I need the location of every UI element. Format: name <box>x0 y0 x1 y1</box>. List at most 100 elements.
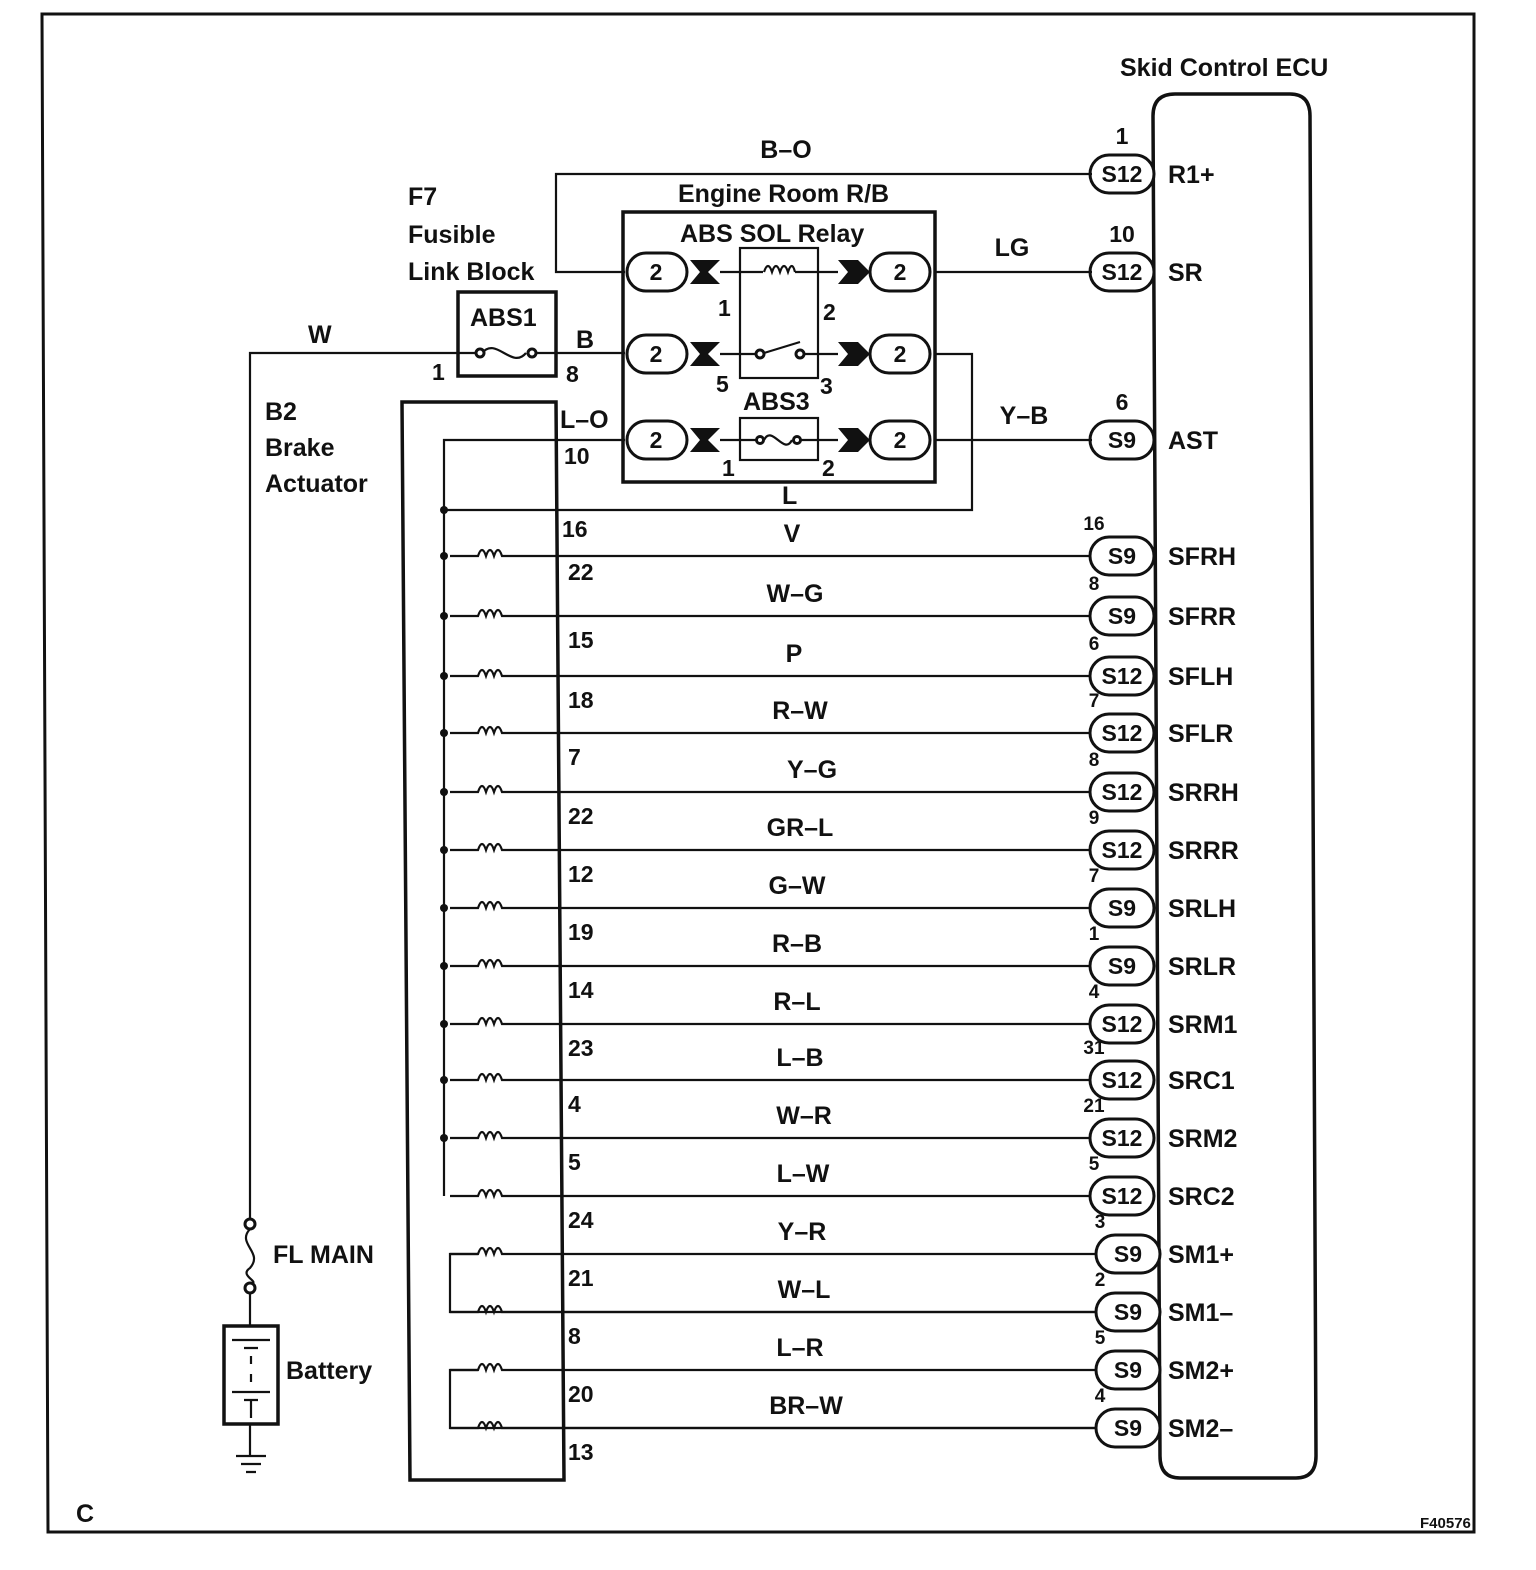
wire-color-label: B–O <box>760 136 811 164</box>
wire-color-label: Y–B <box>1000 402 1049 430</box>
ecu-pin-number: 6 <box>1089 634 1100 655</box>
connector-arrow <box>838 260 870 284</box>
ecu-pin-number: 21 <box>1083 1096 1105 1117</box>
ecu-terminal-label: SFRH <box>1168 543 1236 571</box>
ecu-pin-number: 8 <box>1089 750 1100 771</box>
ecu-pin-number: 2 <box>1095 1270 1106 1291</box>
relay-box-connector <box>625 333 689 375</box>
wire-color-label: W–L <box>778 1276 831 1304</box>
relay-pin-label: 5 <box>716 371 729 397</box>
connector-arrow <box>838 342 870 366</box>
relay-box-connector <box>625 251 689 293</box>
ecu-terminal-label: SFLH <box>1168 663 1233 691</box>
ecu-connector-label: S12 <box>1102 837 1143 863</box>
actuator-pin-label: 19 <box>568 919 594 945</box>
wire-color-label: Y–G <box>787 756 837 784</box>
actuator-pin-label: 18 <box>568 687 594 713</box>
junction-dot <box>440 672 448 680</box>
wire-label: B <box>576 326 594 354</box>
motor-loop-wire <box>448 1252 1096 1314</box>
motor-loop-wire <box>448 1368 1096 1430</box>
wire-color-label: V <box>784 520 801 548</box>
fusible-pin-in: 1 <box>432 359 445 385</box>
ecu-connector-label: S9 <box>1108 953 1136 979</box>
ecu-connector-label: S12 <box>1102 1011 1143 1037</box>
ecu-terminal-label: SRC1 <box>1168 1067 1235 1095</box>
ecu-connector-label: S9 <box>1114 1415 1142 1441</box>
junction-dot <box>440 612 448 620</box>
fuse-terminal <box>755 435 765 445</box>
fusible-link-label: F7 <box>408 183 437 211</box>
relay-pin-label: 2 <box>823 299 836 325</box>
actuator-pin-label: 5 <box>568 1149 581 1175</box>
ecu-connector-label: S9 <box>1114 1357 1142 1383</box>
ecu-terminal-label: SFLR <box>1168 720 1233 748</box>
fusible-pin-out: 8 <box>566 361 579 387</box>
actuator-pin-label: 4 <box>568 1091 581 1117</box>
ecu-pin-number: 4 <box>1095 1386 1106 1407</box>
solenoid-coil <box>450 1072 506 1084</box>
fusible-link-label: Link Block <box>408 258 535 286</box>
relay-box-connector <box>868 419 932 461</box>
ecu-connector-label: S12 <box>1102 1067 1143 1093</box>
abs1-title: ABS1 <box>470 304 537 332</box>
wire-color-label: R–B <box>772 930 822 958</box>
actuator-pin-label: 13 <box>568 1439 594 1465</box>
wire-l-o <box>442 438 625 1196</box>
wire-color-label: BR–W <box>769 1392 843 1420</box>
actuator-wire-label: L–O <box>560 406 609 434</box>
relay-internal-wire <box>720 270 838 442</box>
ecu-pin-number: 9 <box>1089 808 1100 829</box>
ecu-pin-number: 5 <box>1089 1154 1100 1175</box>
relay-box-title: Engine Room R/B <box>678 180 889 208</box>
junction-dot <box>440 1020 448 1028</box>
ecu-terminal-label: R1+ <box>1168 161 1215 189</box>
wire-color-label: L–R <box>776 1334 823 1362</box>
ecu-terminal-label: SR <box>1168 259 1203 287</box>
wire-label: W <box>308 321 332 349</box>
relay-box-connector <box>625 419 689 461</box>
wire-b-o <box>554 172 1092 274</box>
fuse-pin-label: 2 <box>822 455 835 481</box>
relay-contact <box>754 348 766 360</box>
ecu-connector-label: S12 <box>1102 161 1143 187</box>
junction-dot <box>440 506 448 514</box>
wire-color-label: GR–L <box>767 814 834 842</box>
ecu-pin-number: 31 <box>1083 1038 1105 1059</box>
actuator-pin-label: 15 <box>568 627 594 653</box>
solenoid-coil <box>450 668 506 680</box>
ecu-connector-label: S12 <box>1102 779 1143 805</box>
actuator-pin-label: 20 <box>568 1381 594 1407</box>
ecu-terminal-label: SFRR <box>1168 603 1236 631</box>
relay-box-connector-label: 2 <box>894 259 907 285</box>
ground-symbol <box>236 1424 266 1474</box>
junction-dot <box>440 1134 448 1142</box>
wire-l <box>444 352 974 512</box>
solenoid-coil <box>450 958 506 970</box>
actuator-pin-label: 22 <box>568 559 594 585</box>
ecu-connector-label: S12 <box>1102 1125 1143 1151</box>
fuse-pin-label: 1 <box>722 455 735 481</box>
junction-dot <box>440 552 448 560</box>
corner-label: C <box>76 1500 94 1528</box>
wire-color-label: G–W <box>769 872 826 900</box>
wire-color-label: W–G <box>767 580 824 608</box>
wire-color-label: R–W <box>772 697 828 725</box>
ecu-terminal-label: AST <box>1168 427 1218 455</box>
solenoid-coil <box>450 548 506 560</box>
fl-main-terminal <box>243 1217 257 1231</box>
battery-label: Battery <box>286 1357 372 1385</box>
ecu-connector-label: S9 <box>1114 1241 1142 1267</box>
outer-frame <box>40 12 1476 1534</box>
ecu-terminal-label: SRRH <box>1168 779 1239 807</box>
solenoid-coil <box>450 1016 506 1028</box>
solenoid-coil <box>450 1246 506 1258</box>
junction-dot <box>440 846 448 854</box>
ecu-terminal-label: SM2– <box>1168 1415 1233 1443</box>
relay-body <box>738 246 820 380</box>
connector-arrow <box>838 428 870 452</box>
ecu-connector-label: S12 <box>1102 1183 1143 1209</box>
